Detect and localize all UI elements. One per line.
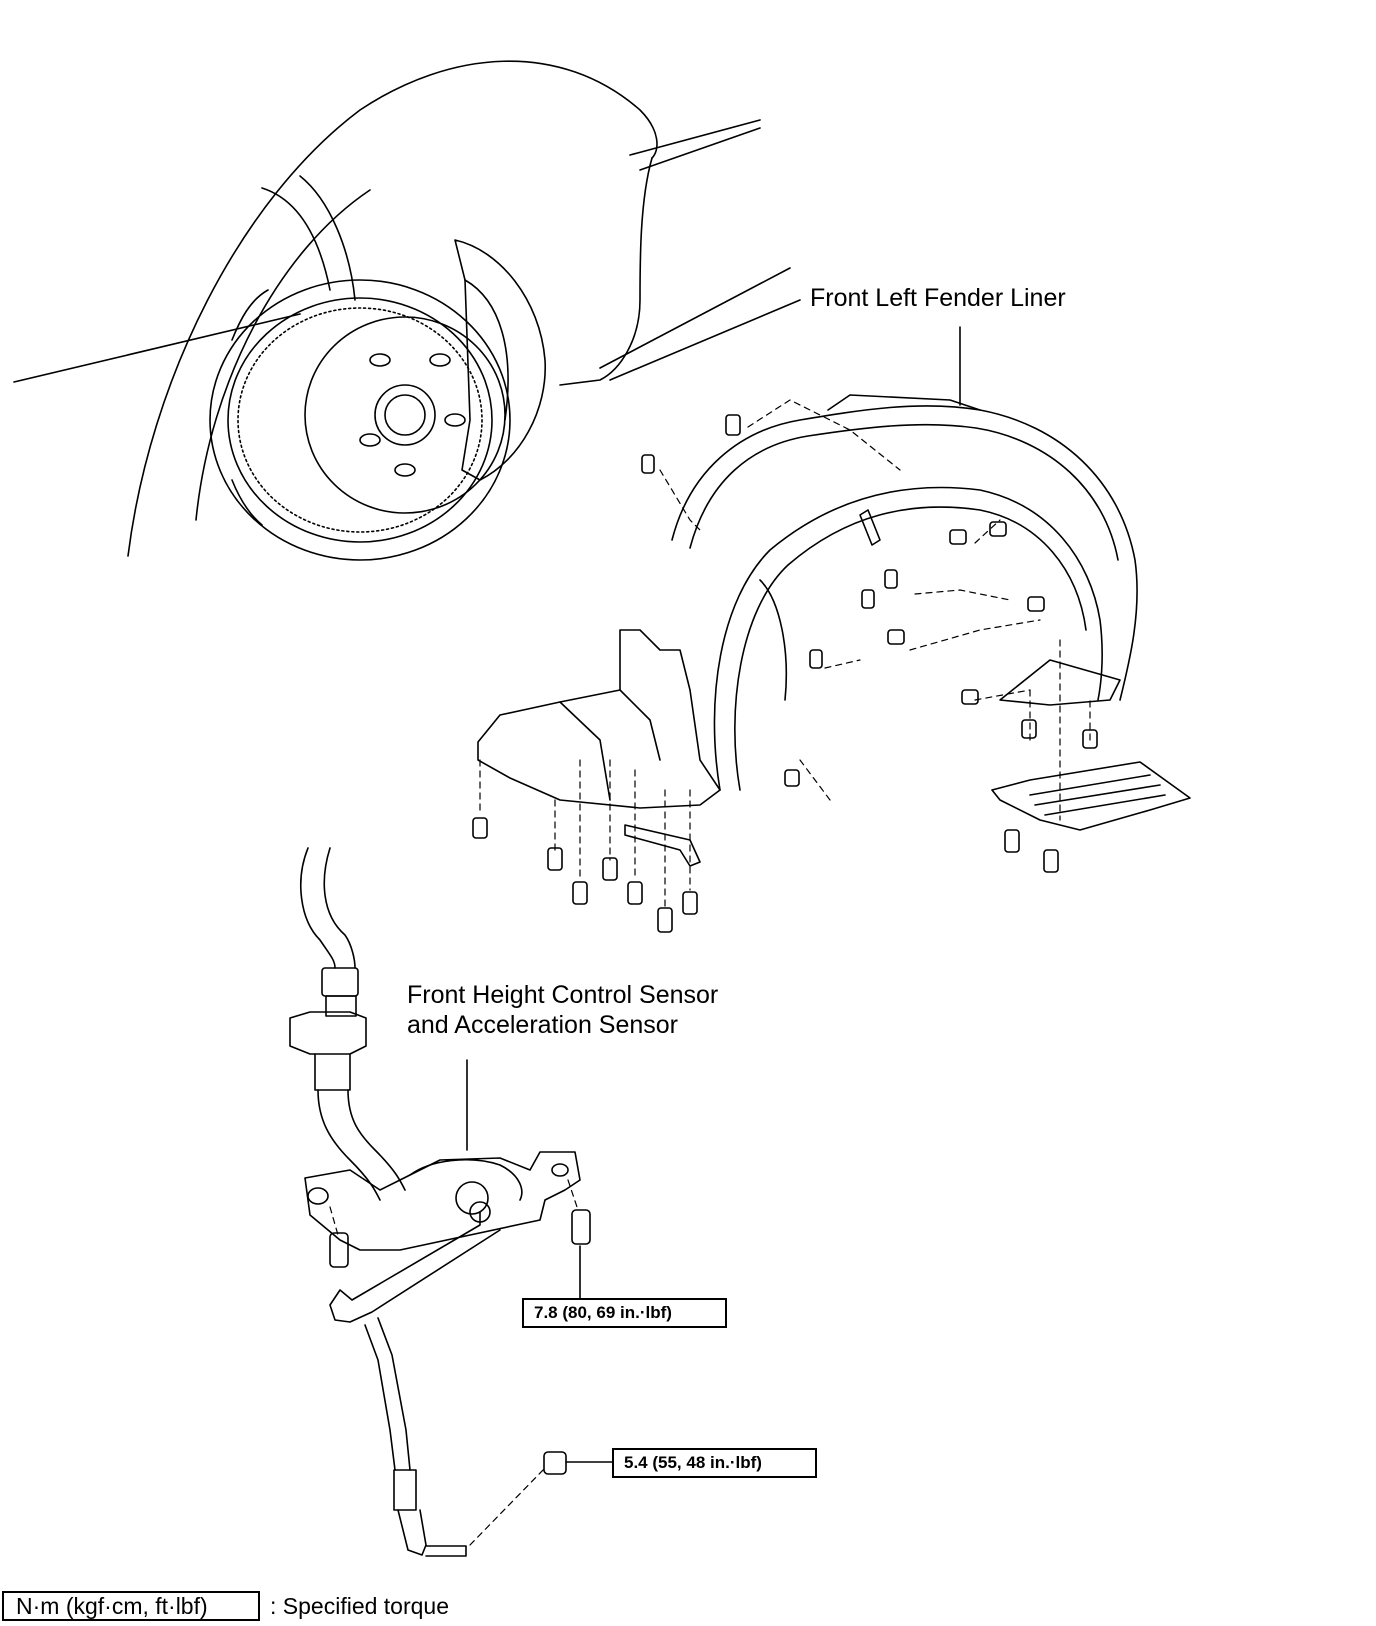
sensor-label-line2: and Acceleration Sensor <box>407 1011 679 1039</box>
sensor-label-line1: Front Height Control Sensor <box>407 981 719 1009</box>
fastener-icons <box>473 415 1097 932</box>
fender-liner-drawing <box>473 327 1190 932</box>
height-sensor-drawing <box>290 848 612 1556</box>
wheel-hub-and-rotor-drawing <box>14 61 800 560</box>
torque-unit-legend-box: N·m (kgf·cm, ft·lbf) <box>2 1591 260 1621</box>
torque-legend-text: : Specified torque <box>270 1593 450 1619</box>
torque-bracket-bolt: 7.8 (80, 69 in.·lbf) <box>522 1298 727 1328</box>
torque-link-nut: 5.4 (55, 48 in.·lbf) <box>612 1448 817 1478</box>
fender-liner-label: Front Left Fender Liner <box>810 284 1066 312</box>
